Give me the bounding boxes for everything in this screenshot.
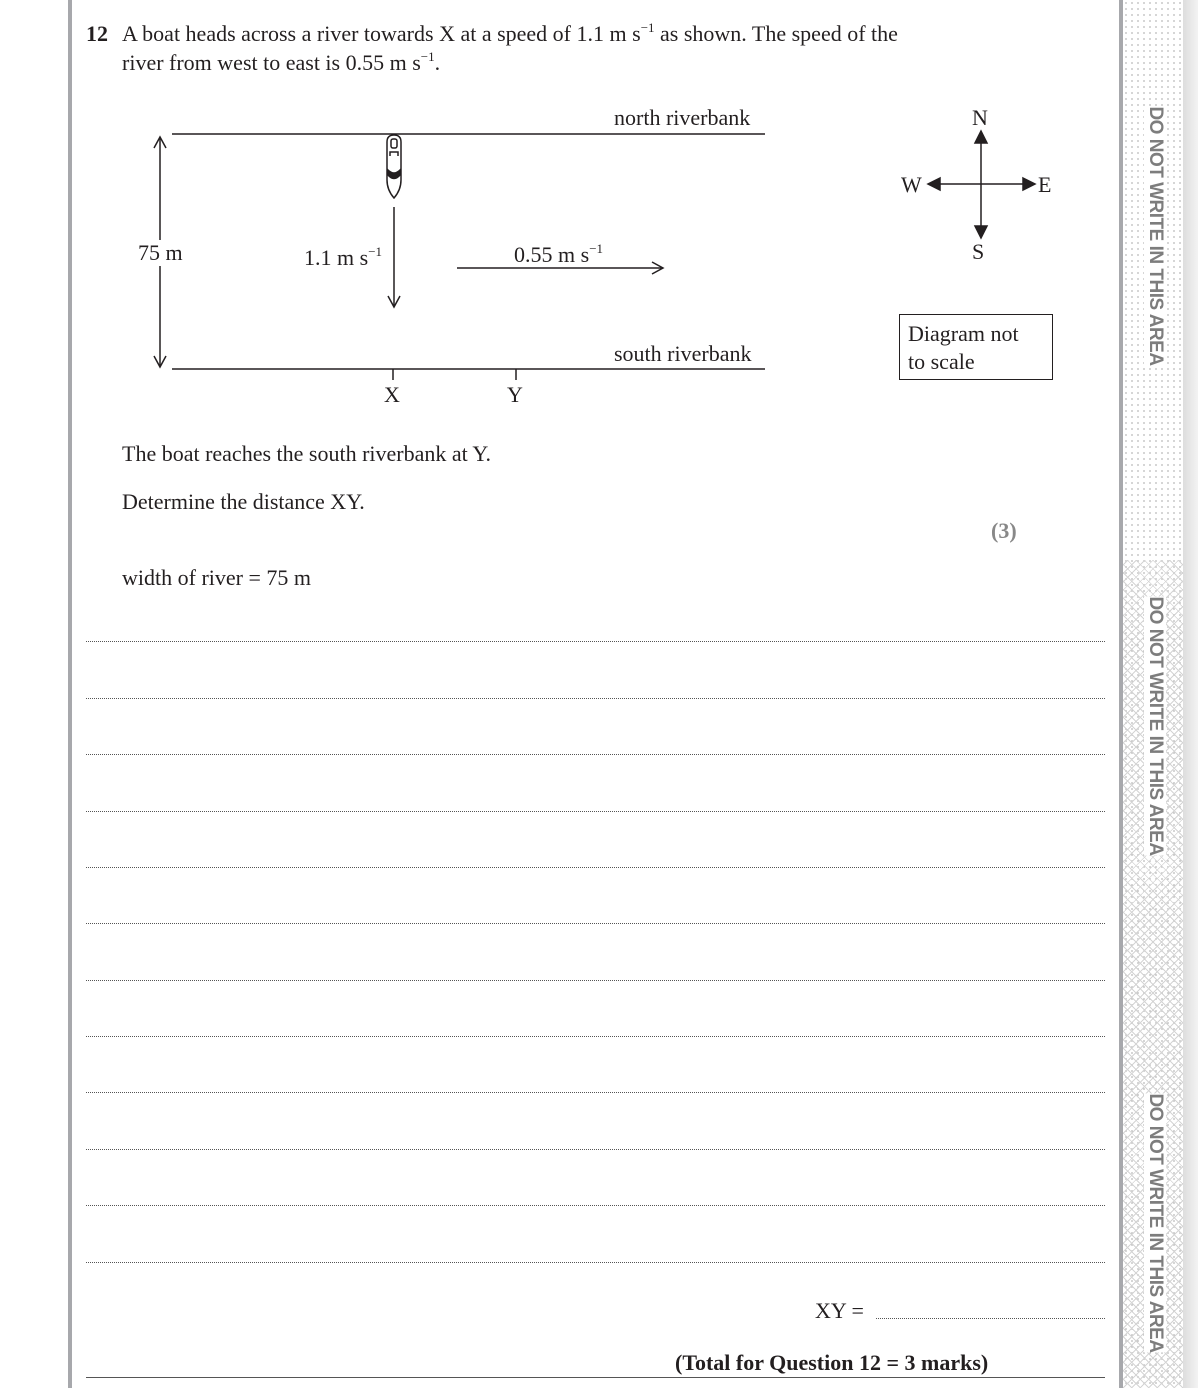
answer-label: XY = [815,1298,864,1323]
question-end-rule [86,1377,1105,1378]
point-y-label: Y [507,382,523,407]
given-width: width of river = 75 m [122,565,311,590]
instruction: Determine the distance XY. [122,489,365,514]
point-x-label: X [384,382,400,407]
statement: The boat reaches the south riverbank at … [122,441,491,466]
boat-speed-label: 1.1 m s−1 [304,244,383,270]
answer-line[interactable] [86,1262,1105,1263]
river-diagram [153,129,1037,380]
scale-note-line1: Diagram not [908,321,1019,346]
answer-line[interactable] [86,754,1105,755]
margin-warning: DO NOT WRITE IN THIS AREA [1144,1093,1166,1353]
scale-note-box [899,314,1053,380]
river-velocity-arrow [457,261,665,275]
answer-line[interactable] [86,1149,1105,1150]
width-label: 75 m [138,240,183,265]
boat-velocity-arrow [387,207,401,309]
question-text-line1: A boat heads across a river towards X at… [122,20,898,46]
margin-warning: DO NOT WRITE IN THIS AREA [1144,106,1166,366]
page-shadow [1183,0,1198,1388]
compass-s: S [972,239,985,264]
compass-n: N [972,105,988,130]
answer-line[interactable] [86,698,1105,699]
answer-line[interactable] [86,1036,1105,1037]
answer-line[interactable] [86,811,1105,812]
width-arrow [153,135,167,369]
margin-warning: DO NOT WRITE IN THIS AREA [1144,596,1166,856]
question-text-line2: river from west to east is 0.55 m s−1. [122,49,441,75]
marks: (3) [991,518,1017,543]
answer-line[interactable] [86,641,1105,642]
page-right-border [1119,0,1123,1388]
scale-note-line2: to scale [908,349,975,374]
boat-icon [386,134,402,200]
answer-line[interactable] [86,1205,1105,1206]
compass-icon [926,129,1037,240]
question-number: 12 [86,21,108,46]
answer-line[interactable] [86,867,1105,868]
river-speed-label: 0.55 m s−1 [514,241,604,267]
answer-line[interactable] [86,923,1105,924]
answer-field[interactable] [876,1318,1105,1319]
page-left-border [68,0,72,1388]
answer-line[interactable] [86,980,1105,981]
compass-e: E [1038,172,1052,197]
north-bank-label: north riverbank [614,105,751,130]
south-bank-label: south riverbank [614,341,752,366]
answer-line[interactable] [86,1092,1105,1093]
total-marks: (Total for Question 12 = 3 marks) [675,1350,989,1375]
compass-w: W [901,172,922,197]
